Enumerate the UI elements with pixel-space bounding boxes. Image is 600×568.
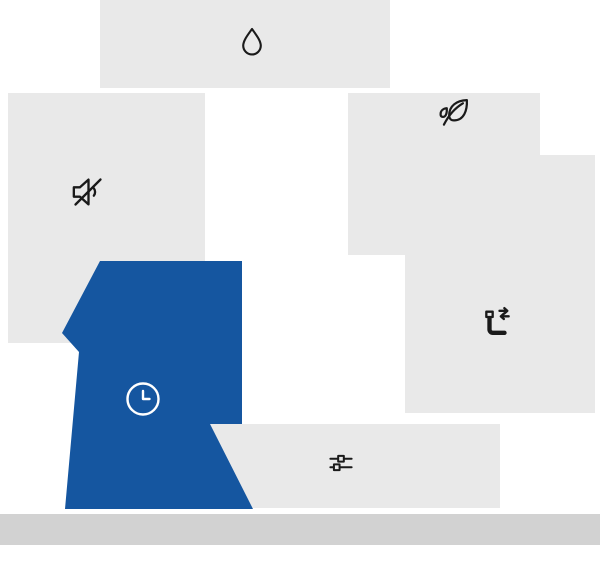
tile-water [100, 0, 390, 88]
leaf-icon [436, 93, 474, 131]
sliders-icon [324, 446, 358, 480]
tile-connection [405, 155, 595, 413]
water-drop-icon [235, 25, 269, 59]
hose-connection-icon [477, 302, 517, 342]
speaker-muted-icon [68, 172, 108, 212]
clock-icon [126, 382, 160, 416]
bottom-bar [0, 514, 600, 545]
blue-polygon [62, 261, 253, 509]
tile-settings [210, 424, 500, 508]
